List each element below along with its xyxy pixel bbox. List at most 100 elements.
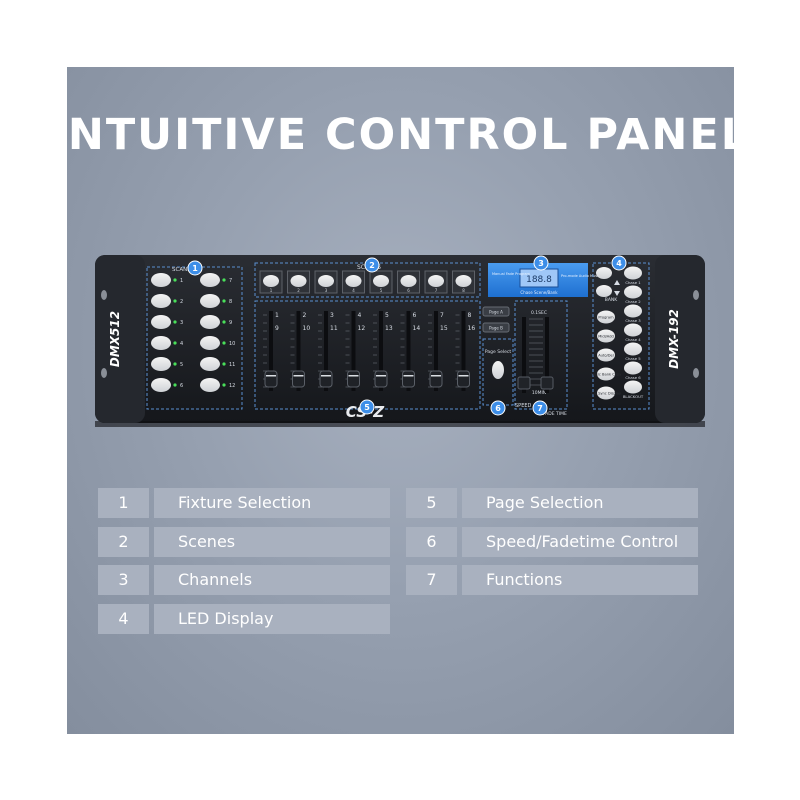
svg-text:4: 4 [616,259,622,268]
scanner-number: 11 [229,362,235,368]
callout-marker: 3 [533,255,549,271]
channel-fader[interactable]: 4 12 [345,311,366,391]
svg-text:Pro-mode Audio Music: Pro-mode Audio Music [561,274,600,278]
scanner-button[interactable]: 12 [200,378,235,392]
legend-number: 5 [406,488,457,518]
legend-label: Fixture Selection [154,488,390,518]
dmx-controller-image: DMX512 DMX-192 SCANNERS 123456789101112 … [95,255,705,427]
chase-button[interactable]: BLACKOUT [623,380,644,400]
scanner-number: 2 [180,299,183,305]
bank-buttons[interactable] [596,267,620,297]
channel-fader[interactable]: 210 [290,311,311,391]
scanner-button[interactable]: 10 [200,336,235,350]
scene-number: 6 [407,288,410,293]
function-button[interactable]: Tap Sync Display [590,386,622,400]
scanner-button[interactable]: 3 [151,315,183,329]
callout-marker: 1 [187,260,203,276]
scanner-number: 4 [180,341,183,347]
chase-button[interactable]: Chase 6 [624,361,642,381]
function-button[interactable]: Auto/Del [597,348,615,362]
legend-number: 4 [98,603,149,634]
channel-number: 5 [385,312,389,319]
scanner-button[interactable]: 9 [200,315,232,329]
scene-button[interactable]: 6 [397,270,420,294]
callout-marker: 6 [490,400,506,416]
legend-label: Speed/Fadetime Control [462,526,698,557]
led-display-value: 188.8 [526,275,552,285]
channel-number: 12 [358,325,366,332]
page-button[interactable]: Page B [482,322,510,333]
scanner-button[interactable]: 4 [151,336,183,350]
svg-text:Chase 2: Chase 2 [625,299,641,304]
svg-text:Auto/Del: Auto/Del [598,354,614,358]
scanner-button[interactable]: 8 [200,294,232,308]
chase-button[interactable]: Chase 5 [624,342,642,362]
scene-button[interactable]: 5 [369,270,393,294]
channel-number: 14 [413,325,421,332]
legend-number: 2 [98,526,149,557]
svg-text:Chase 1: Chase 1 [625,280,641,285]
channel-number: 4 [358,312,362,319]
svg-text:7: 7 [537,404,543,413]
scene-button[interactable]: 7 [424,270,448,294]
callout-marker: 7 [532,400,548,416]
scene-button[interactable]: 3 [314,270,338,294]
legend-number: 6 [406,526,457,557]
scanner-number: 10 [229,341,235,347]
scanner-button[interactable]: 7 [200,273,232,287]
bank-label: BANK [605,297,619,303]
page-button[interactable]: Page A [482,306,510,317]
scanner-button[interactable]: 1 [151,273,183,287]
scene-number: 7 [435,288,438,293]
channel-fader[interactable]: 816 [455,311,476,391]
scene-button[interactable]: 1 [259,270,283,294]
channel-fader[interactable]: 311 [318,311,338,391]
scanner-number: 12 [229,383,235,389]
channel-fader[interactable]: 715 [428,311,448,391]
headline: INTUITIVE CONTROL PANEL [49,110,751,160]
svg-text:5: 5 [364,403,370,412]
channel-number: 6 [413,312,417,319]
scene-button[interactable]: 2 [287,270,310,294]
scanner-button[interactable]: 6 [151,378,183,392]
callout-marker: 5 [359,399,375,415]
channel-number: 3 [330,312,334,319]
channel-fader[interactable]: 6 14 [400,311,421,391]
function-button[interactable]: Music Bank Copy [591,367,623,381]
scanners-label: SCANNERS [172,267,203,273]
channel-number: 13 [385,325,393,332]
dmx192-label: DMX-192 [667,309,681,369]
svg-text:Program: Program [598,316,614,320]
scene-number: 5 [380,288,383,293]
svg-text:1: 1 [192,264,198,273]
svg-text:0.1SEC: 0.1SEC [531,310,547,316]
chase-button[interactable]: Chase 2 [624,285,642,305]
svg-text:Page A: Page A [489,310,503,315]
scanner-number: 6 [180,383,183,389]
scene-button[interactable]: 4 [342,270,365,294]
chase-button[interactable]: Chase 3 [624,304,642,324]
scanner-button[interactable]: 11 [200,357,235,371]
svg-text:Manual Fade Program: Manual Fade Program [492,272,531,276]
scanner-button[interactable]: 2 [151,294,183,308]
channel-fader[interactable]: 5 13 [373,311,393,391]
scene-number: 2 [297,288,300,293]
channel-fader[interactable]: 19 [263,311,279,391]
svg-text:2: 2 [369,261,375,270]
scanner-number: 7 [229,278,232,284]
channel-number: 8 [468,312,472,319]
scanner-number: 8 [229,299,232,305]
legend-label: LED Display [154,603,390,634]
scene-button[interactable]: 8 [452,270,475,294]
svg-text:Chase 5: Chase 5 [625,356,641,361]
scanner-number: 5 [180,362,183,368]
chase-button[interactable]: Chase 4 [624,323,642,343]
scanner-number: 9 [229,320,232,326]
legend-number: 3 [98,565,149,595]
scanner-button[interactable]: 5 [151,357,183,371]
function-button[interactable]: Program [597,310,615,324]
function-button[interactable]: Midi/Add [597,329,615,343]
svg-text:Chase 3: Chase 3 [625,318,641,323]
chase-button[interactable]: Chase 1 [624,266,642,286]
channel-number: 10 [303,325,311,332]
